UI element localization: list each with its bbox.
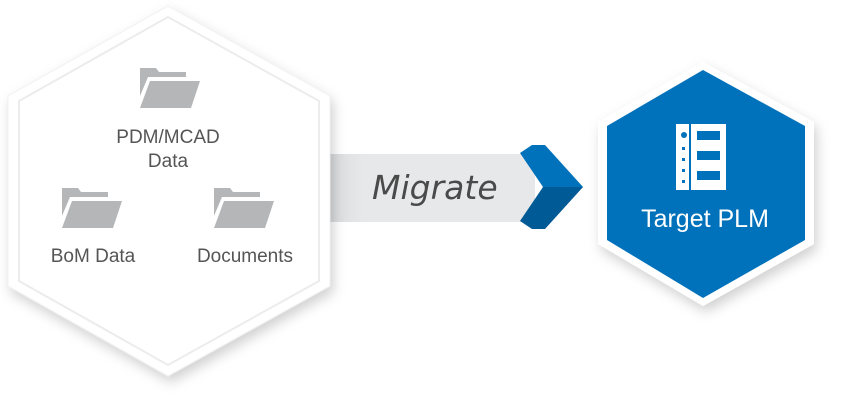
folder-icon: [140, 68, 200, 108]
server-rack-icon: [676, 124, 726, 190]
chevron-right-icon: [520, 145, 583, 229]
source-hexagon: PDM/MCAD Data BoM Data Documents: [7, 5, 331, 377]
migrate-label: Migrate: [372, 168, 498, 207]
arrow-band: [320, 154, 535, 222]
folder-icon: [214, 188, 274, 228]
pdm-mcad-label-line2: Data: [148, 151, 189, 172]
documents-label: Documents: [197, 246, 293, 267]
pdm-mcad-label: PDM/MCAD: [116, 127, 219, 148]
target-hexagon: Target PLM: [598, 62, 814, 306]
bom-data-label: BoM Data: [51, 246, 136, 267]
folder-icon: [62, 188, 122, 228]
target-plm-label: Target PLM: [641, 205, 769, 233]
migrate-arrow: Migrate: [320, 145, 583, 229]
